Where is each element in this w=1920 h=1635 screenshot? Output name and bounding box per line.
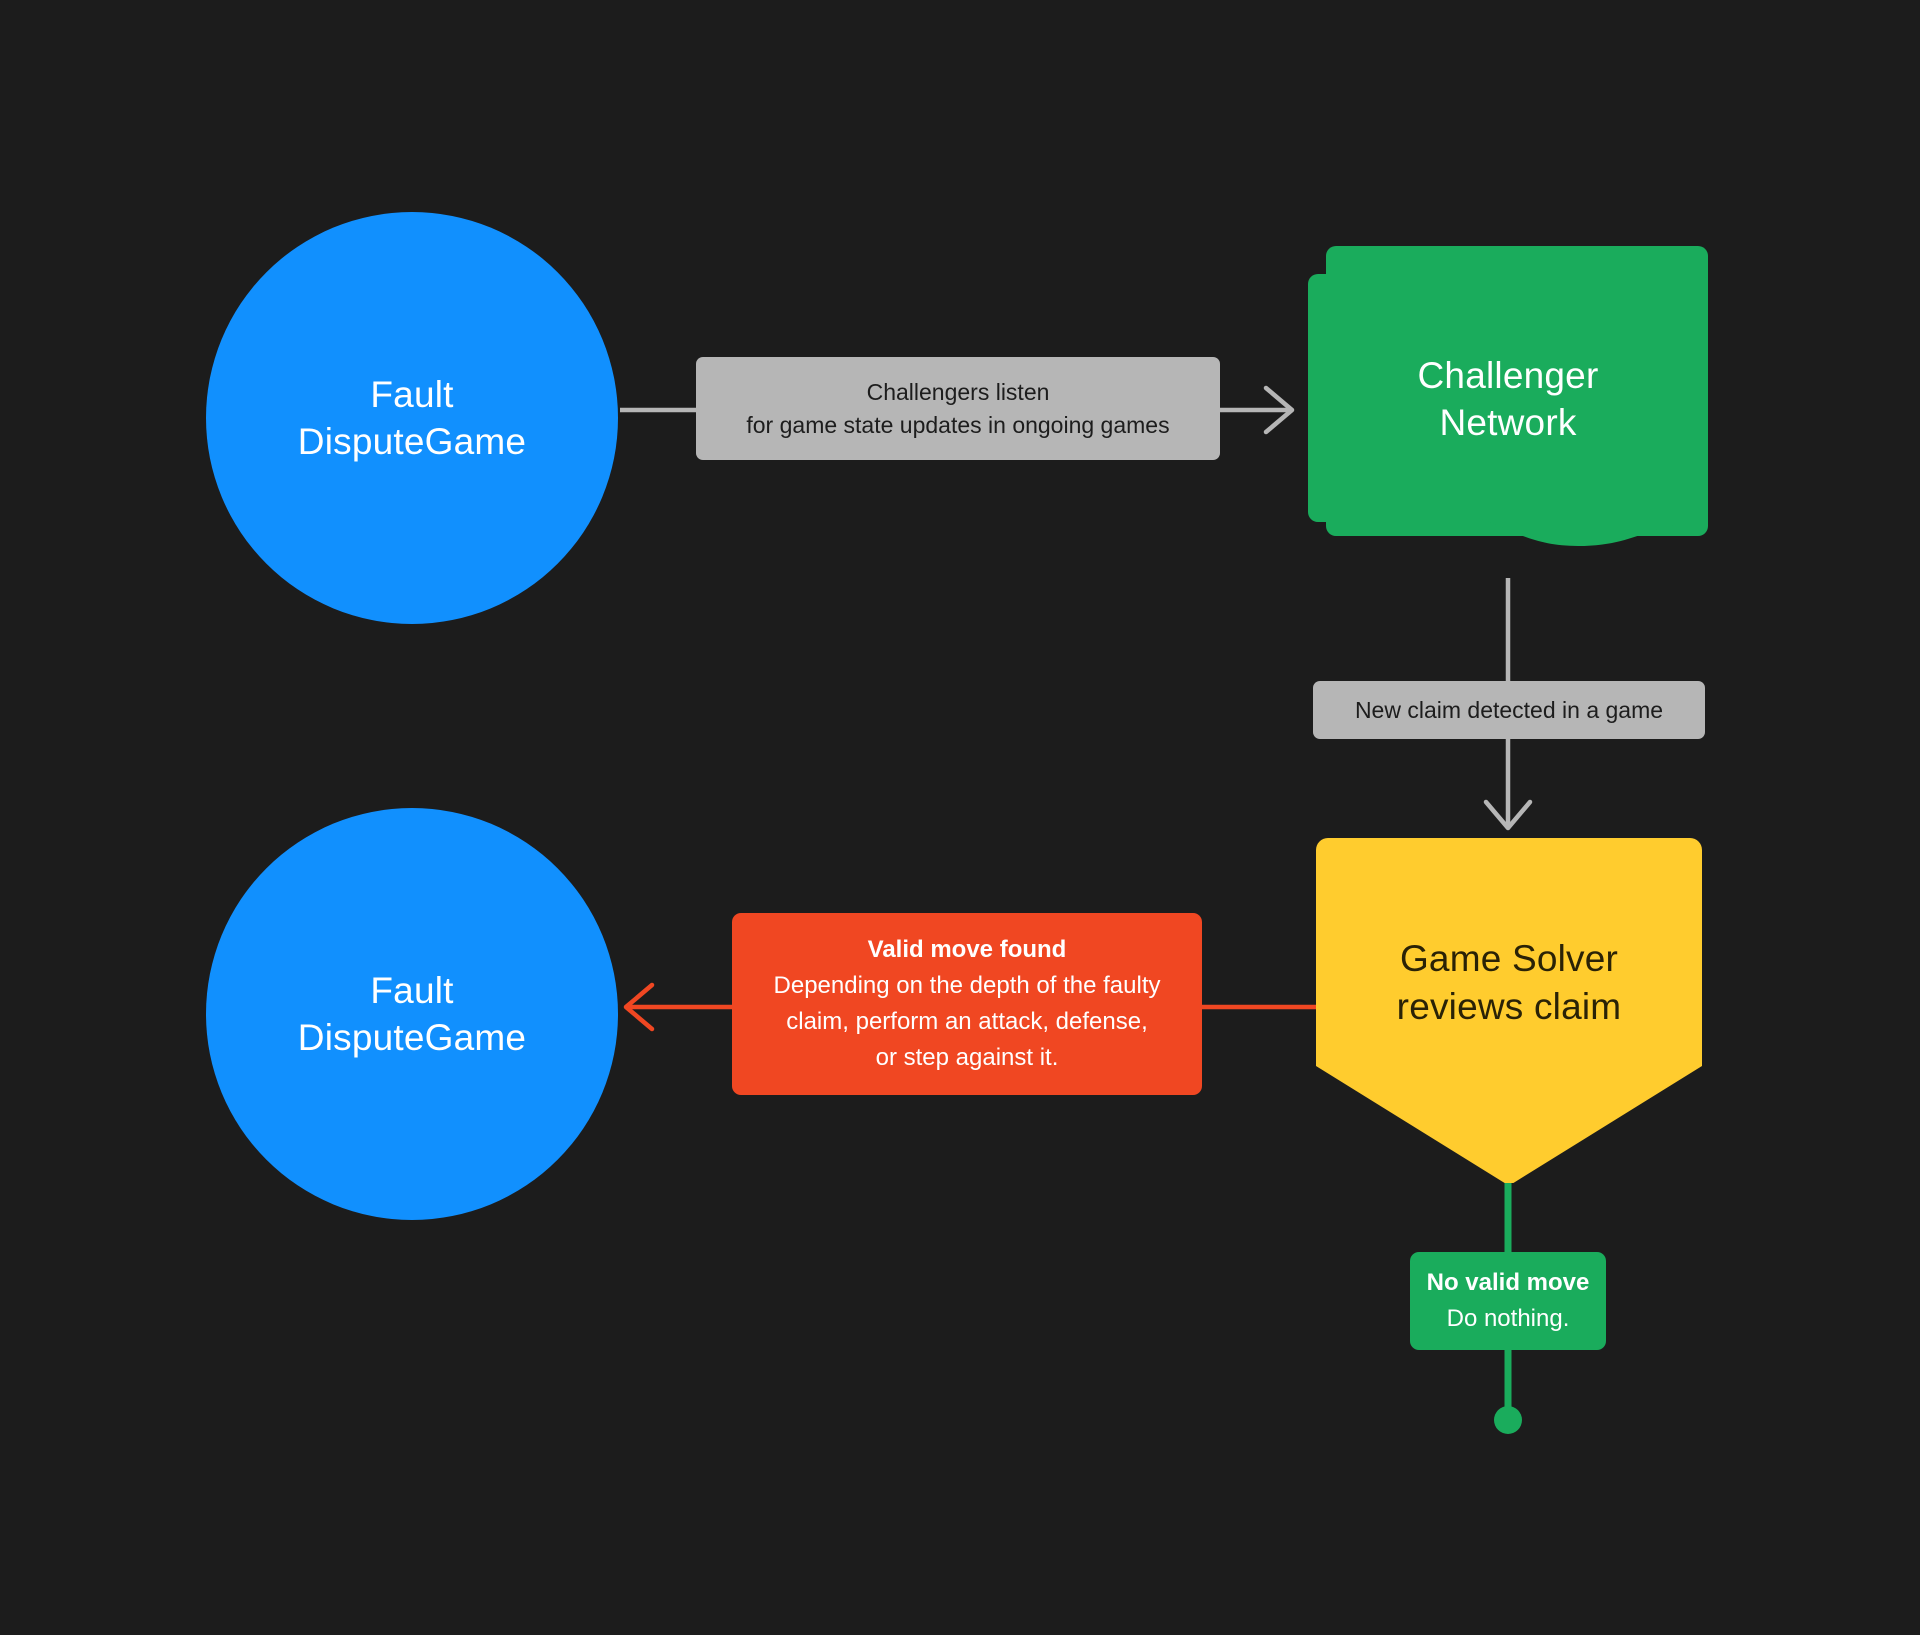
node-game-solver-line1: Game Solver (1399, 937, 1619, 979)
edge-label-new-claim-line1: New claim detected in a game (1354, 696, 1664, 723)
edge-label-valid-move-line2: claim, perform an attack, defense, (786, 1008, 1148, 1035)
node-fault-dispute-game-top-line1: Fault (370, 373, 454, 415)
node-fault-dispute-game-bottom-line1: Fault (370, 969, 454, 1011)
edge-label-valid-move-line1: Depending on the depth of the faulty (773, 972, 1161, 999)
node-fault-dispute-game-top[interactable]: Fault DisputeGame (206, 212, 618, 624)
edge-label-challengers-listen: Challengers listen for game state update… (696, 357, 1220, 460)
edge-label-no-valid-move-title: No valid move (1426, 1269, 1590, 1297)
edge-label-valid-move-title: Valid move found (867, 936, 1067, 963)
node-fault-dispute-game-bottom[interactable]: Fault DisputeGame (206, 808, 618, 1220)
open-arrow-left-icon (623, 982, 655, 1032)
edge-label-valid-move: Valid move found Depending on the depth … (732, 913, 1202, 1095)
open-arrow-down-icon (1483, 799, 1533, 831)
node-game-solver-line2: reviews claim (1396, 986, 1622, 1027)
node-game-solver[interactable]: Game Solver reviews claim (1316, 838, 1702, 1184)
node-fault-dispute-game-bottom-line2: DisputeGame (297, 1017, 527, 1058)
edge-label-no-valid-move-line1: Do nothing. (1446, 1305, 1570, 1332)
edge-label-valid-move-line3: or step against it. (875, 1044, 1059, 1071)
terminator-dot-icon (1494, 1406, 1522, 1434)
node-challenger-network-label: Challenger Network (1308, 274, 1708, 524)
open-arrow-right-icon (1263, 385, 1295, 435)
edge-label-new-claim: New claim detected in a game (1313, 681, 1705, 739)
node-game-solver-label: Game Solver reviews claim (1316, 838, 1702, 1128)
node-challenger-network-line1: Challenger (1417, 354, 1599, 396)
edge-label-challengers-listen-line1: Challengers listen (866, 378, 1050, 405)
shield-banner-shape (1316, 838, 1702, 1184)
edge-label-no-valid-move: No valid move Do nothing. (1410, 1252, 1606, 1350)
node-challenger-network[interactable]: Challenger Network (1308, 246, 1708, 556)
node-fault-dispute-game-top-line2: DisputeGame (297, 421, 527, 462)
document-front-sheet (1308, 274, 1708, 546)
node-challenger-network-line2: Network (1439, 402, 1577, 443)
edge-label-challengers-listen-line2: for game state updates in ongoing games (746, 411, 1170, 438)
